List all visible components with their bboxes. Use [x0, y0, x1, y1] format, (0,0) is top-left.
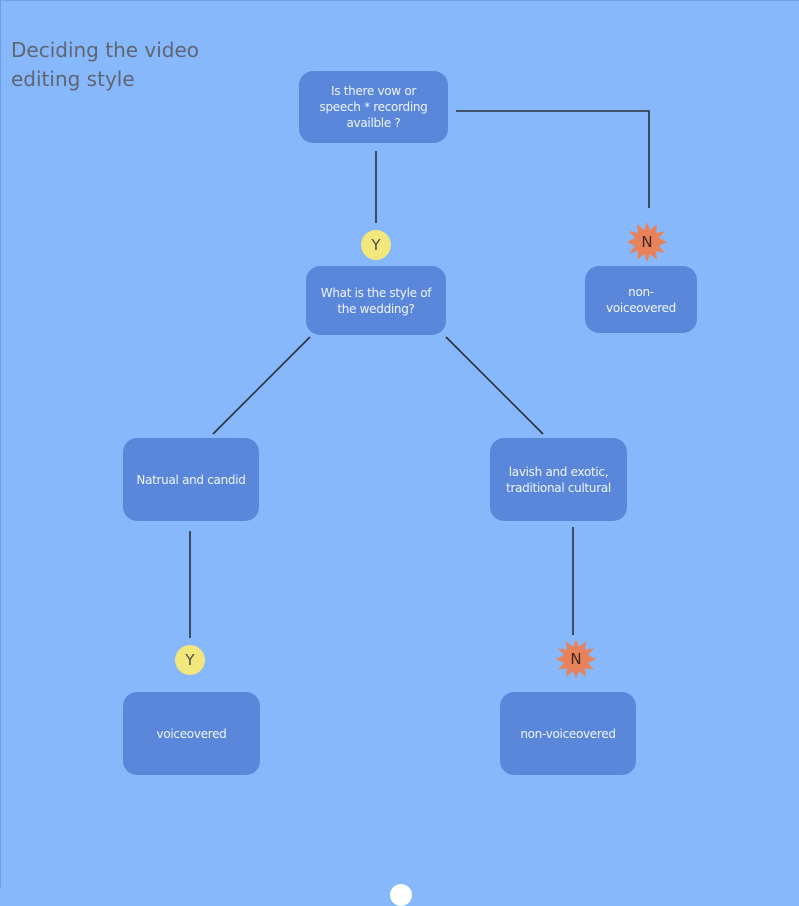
- node-wedding-style-question[interactable]: What is the style of the wedding?: [306, 266, 446, 335]
- connector-q2-to-natural: [212, 336, 311, 435]
- yes-badge-top: Y: [361, 230, 391, 260]
- connector-q2-to-lavish: [445, 336, 544, 435]
- node-vow-speech-question[interactable]: Is there vow or speech * recording avail…: [299, 71, 448, 143]
- node-lavish-exotic-label: lavish and exotic, traditional cultural: [506, 464, 611, 495]
- node-non-voiceovered-top[interactable]: non-voiceovered: [585, 266, 697, 333]
- node-voiceovered[interactable]: voiceovered: [123, 692, 260, 775]
- yes-badge-top-label: Y: [371, 236, 381, 254]
- starburst-icon: [627, 222, 667, 262]
- node-lavish-exotic[interactable]: lavish and exotic, traditional cultural: [490, 438, 627, 521]
- starburst-icon: [556, 639, 596, 679]
- connector-q1-to-no: [456, 110, 650, 208]
- yes-badge-bottom-label: Y: [185, 651, 195, 669]
- node-natural-candid-label: Natrual and candid: [136, 472, 246, 487]
- yes-badge-bottom: Y: [175, 645, 205, 675]
- node-natural-candid[interactable]: Natrual and candid: [123, 438, 259, 521]
- connector-lines: [189, 110, 650, 638]
- diagram-title: Deciding the video editing style: [11, 38, 200, 91]
- node-non-voiceovered-bottom-label: non-voiceovered: [520, 726, 616, 741]
- no-badge-top-label: N: [641, 233, 653, 251]
- node-non-voiceovered-top-label: non-voiceovered: [606, 284, 676, 315]
- node-non-voiceovered-bottom[interactable]: non-voiceovered: [500, 692, 636, 775]
- no-badge-bottom: N: [555, 638, 597, 680]
- node-wedding-style-question-label: What is the style of the wedding?: [320, 285, 432, 316]
- node-voiceovered-label: voiceovered: [156, 726, 227, 741]
- node-vow-speech-question-label: Is there vow or speech * recording avail…: [319, 84, 428, 130]
- no-badge-top: N: [626, 221, 668, 263]
- canvas-scroll-handle[interactable]: [390, 884, 412, 906]
- no-badge-bottom-label: N: [570, 650, 582, 668]
